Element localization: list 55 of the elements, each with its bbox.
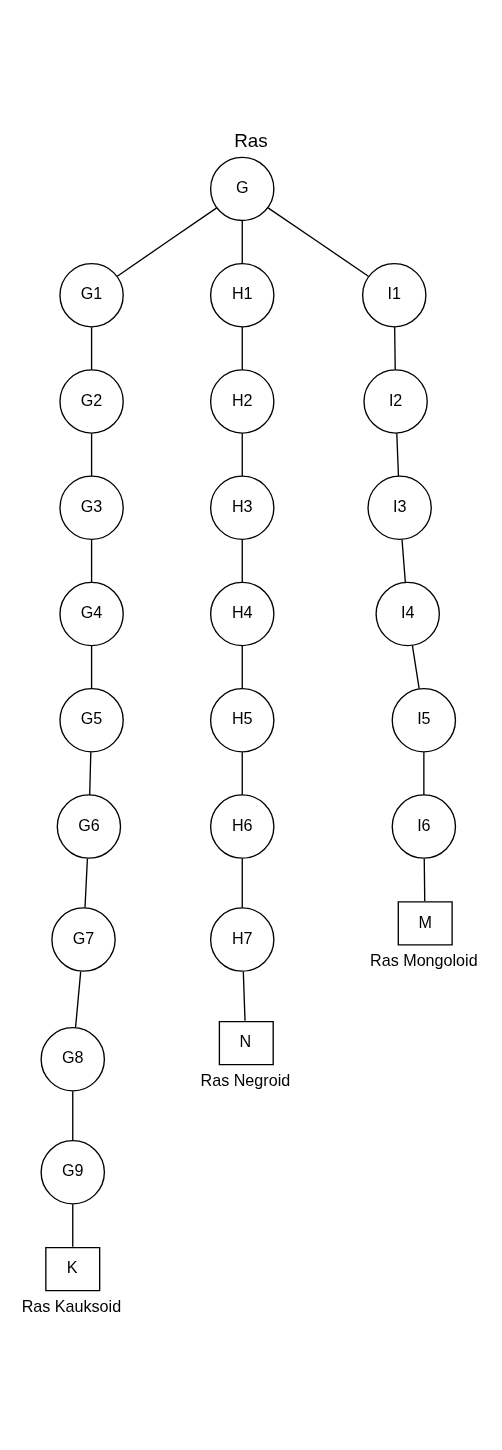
connector <box>241 538 243 584</box>
connector <box>423 751 425 796</box>
node-circle: G8 <box>40 1027 106 1092</box>
connector <box>396 432 400 477</box>
connector <box>241 432 243 477</box>
connector <box>72 1090 74 1142</box>
node-circle: G7 <box>51 907 116 972</box>
node-circle: H3 <box>209 475 275 541</box>
node-label: Ras Kauksoid <box>21 1296 122 1315</box>
node-circle: G4 <box>59 581 124 647</box>
connector <box>267 207 370 277</box>
diagram-title: Ras <box>234 129 268 151</box>
node-circle: G3 <box>59 475 124 541</box>
node-circle: H2 <box>209 369 275 434</box>
node-circle: G6 <box>56 794 122 859</box>
node-circle: I2 <box>363 369 428 434</box>
node-circle: H7 <box>209 907 275 972</box>
connector <box>90 538 93 584</box>
node-box: K <box>45 1246 101 1292</box>
connector <box>90 645 93 690</box>
node-circle: G1 <box>59 262 124 328</box>
node-label: Ras Mongoloid <box>370 950 478 969</box>
node-circle: G5 <box>59 688 124 753</box>
node-box: N <box>218 1020 274 1066</box>
node-circle: H5 <box>209 688 275 753</box>
connector <box>89 751 92 796</box>
node-circle: H1 <box>209 262 275 328</box>
connector <box>241 645 243 690</box>
connector <box>241 326 243 371</box>
node-circle: H4 <box>209 581 275 647</box>
connector <box>423 857 426 902</box>
connector <box>241 220 243 265</box>
connector <box>74 971 82 1029</box>
node-circle: H6 <box>209 794 275 859</box>
node-circle: I1 <box>361 262 427 328</box>
node-circle: I3 <box>367 475 432 541</box>
connector <box>241 857 243 909</box>
node-label: Ras Negroid <box>200 1070 291 1089</box>
node-circle: I4 <box>375 581 440 647</box>
connector <box>241 751 243 796</box>
node-circle: G2 <box>59 369 124 434</box>
node-circle: I6 <box>391 794 457 859</box>
connector <box>242 971 246 1022</box>
connector <box>116 207 218 277</box>
connector <box>401 538 407 584</box>
node-circle: G <box>209 156 275 222</box>
connector <box>394 326 396 371</box>
node-circle: G9 <box>40 1140 106 1205</box>
node-box: M <box>397 901 453 946</box>
connector <box>90 432 93 477</box>
connector <box>411 644 420 690</box>
connector <box>72 1203 74 1248</box>
connector <box>90 326 93 371</box>
connector <box>84 857 89 909</box>
node-circle: I5 <box>391 688 457 753</box>
